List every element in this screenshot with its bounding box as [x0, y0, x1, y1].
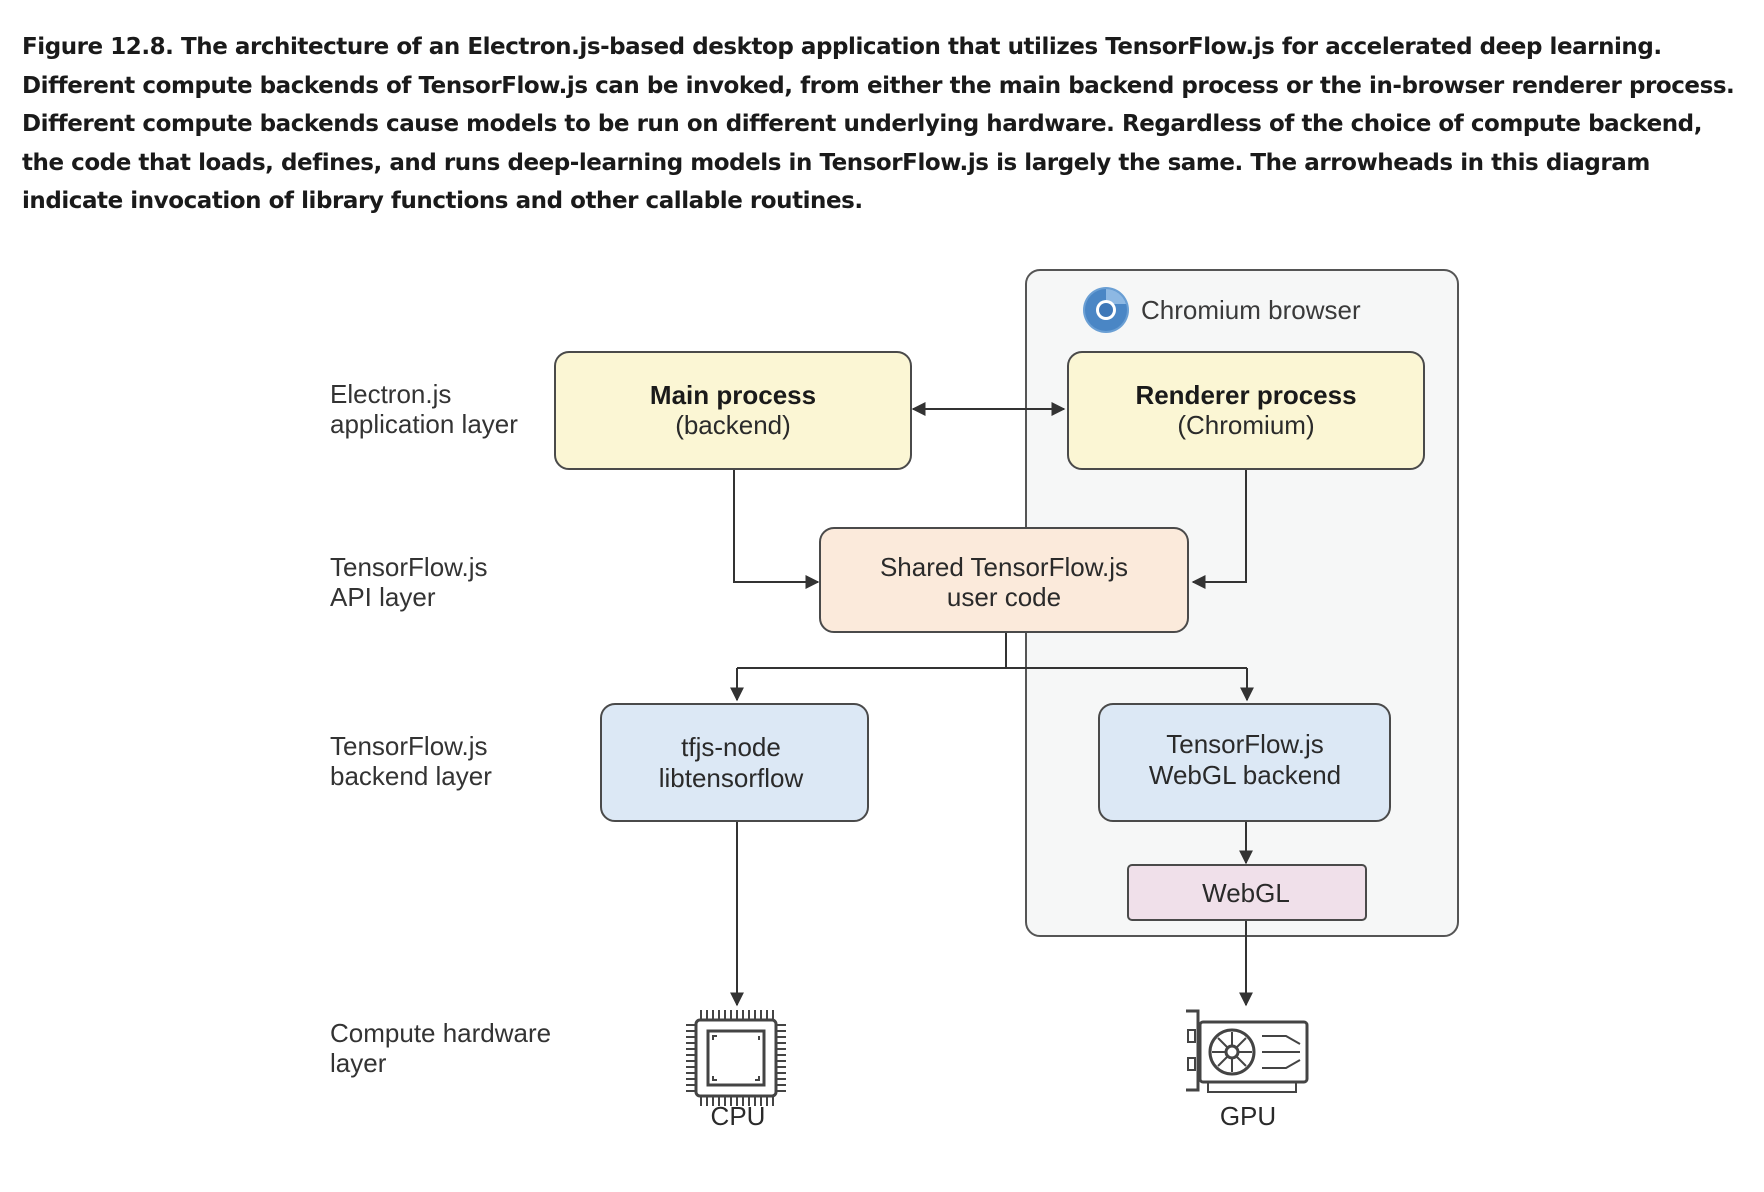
tfjs-node-box: tfjs-node libtensorflow — [600, 703, 869, 822]
tfjs-node-line1: tfjs-node — [681, 732, 781, 762]
cpu-label: CPU — [711, 1101, 766, 1131]
chromium-logo-icon — [1083, 287, 1129, 333]
main-process-box: Main process (backend) — [554, 351, 912, 470]
webgl-box: WebGL — [1127, 864, 1367, 921]
chromium-browser-label: Chromium browser — [1141, 295, 1361, 325]
layer-label-line: TensorFlow.js — [330, 731, 488, 761]
shared-user-code-line2: user code — [947, 582, 1061, 612]
layer-label-line: backend layer — [330, 761, 492, 791]
webgl-backend-line1: TensorFlow.js — [1166, 729, 1324, 759]
renderer-process-box: Renderer process (Chromium) — [1067, 351, 1425, 470]
gpu-card-icon — [1186, 1009, 1309, 1093]
main-process-title: Main process — [650, 380, 816, 410]
cpu-chip-icon — [686, 1010, 786, 1106]
layer-label-line: layer — [330, 1048, 387, 1078]
renderer-to-shared-arrow — [1191, 470, 1247, 589]
webgl-backend-box: TensorFlow.js WebGL backend — [1098, 703, 1391, 822]
renderer-process-title: Renderer process — [1135, 380, 1356, 410]
figure-caption: Figure 12.8. The architecture of an Elec… — [22, 34, 1735, 214]
layer-label-line: TensorFlow.js — [330, 552, 488, 582]
layer-label-line: application layer — [330, 409, 518, 439]
layer-label-line: API layer — [330, 582, 436, 612]
main-process-subtitle: (backend) — [675, 410, 791, 440]
layer-label-line: Electron.js — [330, 379, 451, 409]
tfjs-node-line2: libtensorflow — [659, 763, 804, 793]
layer-label-application: Electron.js application layer — [330, 379, 518, 439]
webgl-label: WebGL — [1202, 878, 1290, 908]
gpu-label: GPU — [1220, 1101, 1276, 1131]
layer-label-api: TensorFlow.js API layer — [330, 552, 488, 612]
shared-user-code-line1: Shared TensorFlow.js — [880, 552, 1128, 582]
renderer-process-subtitle: (Chromium) — [1177, 410, 1314, 440]
layer-label-line: Compute hardware — [330, 1018, 551, 1048]
main-to-shared-arrow — [733, 470, 820, 589]
webgl-backend-line2: WebGL backend — [1149, 760, 1341, 790]
shared-user-code-box: Shared TensorFlow.js user code — [819, 527, 1189, 633]
layer-label-backend: TensorFlow.js backend layer — [330, 731, 492, 791]
layer-label-hardware: Compute hardware layer — [330, 1018, 551, 1078]
